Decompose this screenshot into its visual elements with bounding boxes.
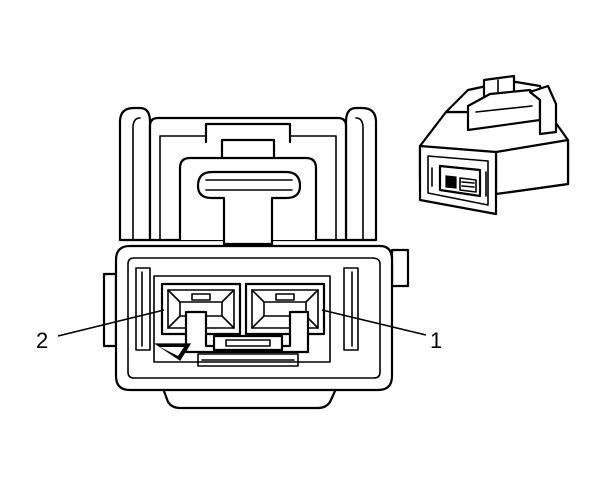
terminal-cavity-1 (244, 282, 326, 336)
callout-1: 1 (430, 328, 442, 353)
connector-front-view (102, 106, 410, 410)
connector-iso-view (418, 74, 570, 216)
callout-2: 2 (36, 328, 48, 353)
